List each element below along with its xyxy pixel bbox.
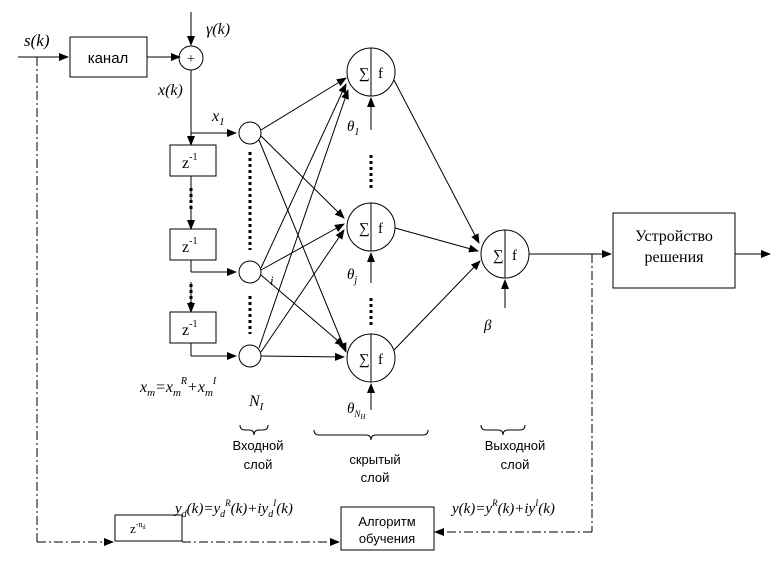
delay-nd-box [114, 514, 183, 542]
adder-circle [178, 45, 204, 71]
sum-glyph-out: ∑ [493, 248, 504, 264]
decision-line-1: Устройство [635, 228, 713, 245]
input-node-m [238, 344, 262, 368]
func-glyph-1: f [378, 66, 383, 82]
channel-box [69, 36, 148, 78]
input-node-i [238, 260, 262, 284]
decision-line-2: решения [644, 249, 704, 266]
delay-label-2: z-1 [182, 236, 197, 256]
theta-j-label: θj [347, 267, 357, 286]
channel-label: канал [88, 50, 129, 67]
decision-device-box [612, 212, 736, 289]
beta-label: β [483, 318, 492, 334]
sum-glyph-n: ∑ [359, 352, 370, 368]
output-layer-line-2: слой [501, 457, 530, 472]
func-glyph-j: f [378, 221, 383, 237]
hidden-layer-line-2: слой [361, 470, 390, 485]
yd-equation: yd(k)=ydR(k)+iydI(k) [173, 498, 293, 520]
hidden-layer-line-1: скрытый [349, 452, 400, 467]
theta-1-label: θ1 [347, 119, 359, 138]
ni-label: NI [248, 393, 265, 413]
y-equation: y(k)=yR(k)+iyI(k) [450, 498, 555, 517]
delay-box-2 [169, 228, 217, 261]
sum-glyph-1: ∑ [359, 66, 370, 82]
i-label: i [270, 273, 274, 288]
delay-label-1: z-1 [182, 152, 197, 172]
input-node-1 [238, 121, 262, 145]
input-layer-line-2: слой [244, 457, 273, 472]
delay-label-3: z-1 [182, 319, 197, 339]
input-signal-label: s(k) [24, 31, 50, 50]
x1-label: x1 [211, 108, 225, 128]
adder-plus: + [187, 52, 195, 67]
theta-n-label: θNH [347, 401, 366, 421]
xm-label: xm=xmR+xmI [139, 376, 217, 399]
delay-box-3 [169, 311, 217, 344]
sum-glyph-j: ∑ [359, 221, 370, 237]
channel-output-label: x(k) [157, 82, 183, 99]
input-layer-line-1: Входной [232, 438, 283, 453]
training-line-1: Алгоритм [358, 514, 415, 529]
func-glyph-n: f [378, 352, 383, 368]
noise-label: γ(k) [206, 21, 230, 38]
output-layer-line-1: Выходной [485, 438, 546, 453]
delay-box-1 [169, 144, 217, 177]
training-line-2: обучения [359, 531, 415, 546]
training-algorithm-box [340, 506, 435, 551]
func-glyph-out: f [512, 248, 517, 264]
delay-nd-label: z-nd [130, 520, 145, 536]
